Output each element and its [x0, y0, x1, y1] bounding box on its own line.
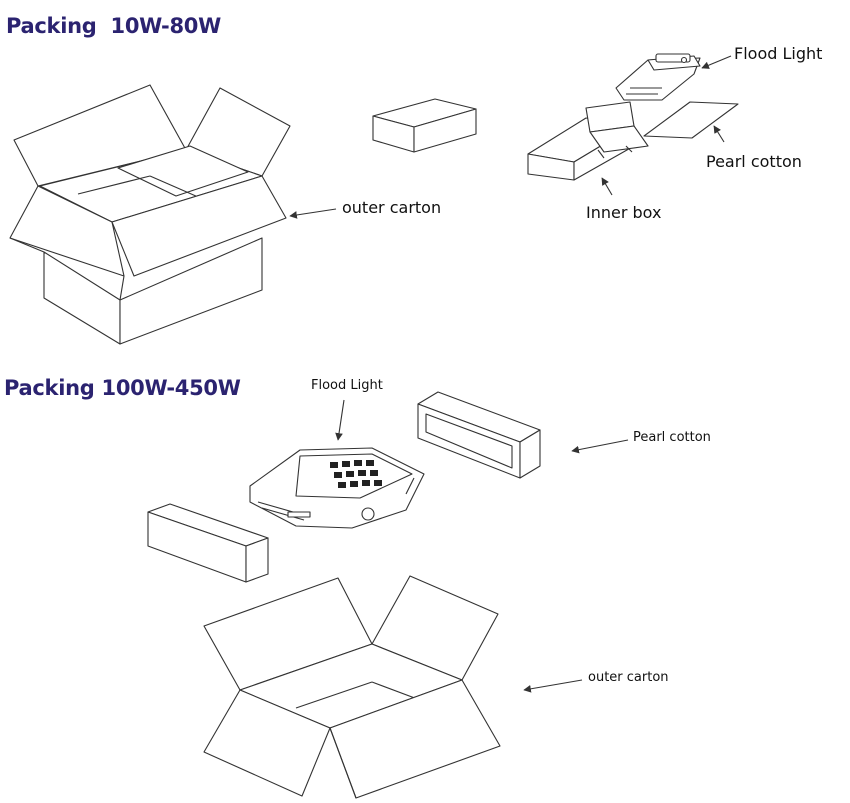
top-outer-carton-label: outer carton	[342, 198, 442, 217]
bottom-foam-block-drawing	[147, 503, 269, 583]
top-pearl-cotton-drawing	[643, 101, 739, 139]
top-pearl-cotton-arrow	[713, 125, 725, 143]
top-flood-light-drawing	[615, 53, 701, 101]
top-outer-carton-arrow	[289, 208, 337, 219]
bottom-outer-carton-label: outer carton	[588, 670, 669, 685]
bottom-flood-light-led-array	[330, 460, 382, 488]
bottom-outer-carton-arrow	[523, 679, 583, 693]
top-section-title: Packing 10W-80W	[6, 14, 221, 38]
top-carton-front-right-flap	[111, 175, 287, 277]
top-flood-light-label: Flood Light	[734, 44, 823, 63]
bottom-pearl-cotton-drawing	[417, 391, 541, 479]
top-inner-box-label: Inner box	[586, 203, 662, 222]
top-outer-carton-drawing	[9, 84, 291, 345]
top-pearl-cotton-label: Pearl cotton	[706, 152, 802, 171]
top-inner-box-drawing	[527, 101, 649, 181]
bottom-flood-light-label: Flood Light	[311, 378, 383, 393]
top-small-box-drawing	[372, 98, 477, 153]
bottom-pearl-cotton-label: Pearl cotton	[633, 430, 711, 445]
top-carton-body-side	[119, 237, 263, 345]
top-carton-inner-box-top	[117, 145, 249, 197]
bottom-flood-light-arrow	[335, 399, 345, 441]
bottom-flood-light-drawing	[249, 447, 425, 529]
top-flood-light-arrow	[701, 55, 732, 69]
bottom-section-title: Packing 100W-450W	[4, 376, 241, 400]
top-inner-box-arrow	[601, 177, 613, 196]
bottom-pearl-cotton-arrow	[571, 439, 629, 454]
bottom-outer-carton-drawing	[203, 575, 501, 799]
bottom-carton-front-left-flap	[203, 689, 331, 797]
